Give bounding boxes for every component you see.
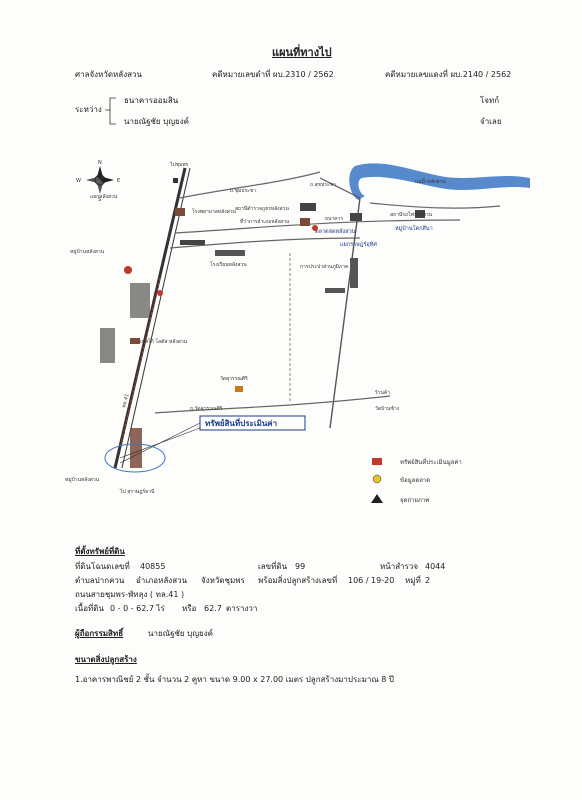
compass-w: W xyxy=(76,178,81,184)
legend-photo: จุดถ่ายภาพ xyxy=(400,497,429,504)
shop-label: ร้านค้า xyxy=(375,389,391,396)
intersection-label: แยกหลังสวน xyxy=(90,194,118,200)
map-legend: ทรัพย์สินที่ประเมินมูลค่า ข้อมูลตลาด จุด… xyxy=(371,458,462,504)
station-label: สถานีรถไฟหลังสวน xyxy=(390,211,433,218)
province: จังหวัดชุมพร xyxy=(201,576,245,585)
location-map: N S W E แม่น้ำหลังสวน ไปชุมพร ไป สุราษฎร… xyxy=(65,160,530,504)
survey-number: 4044 xyxy=(425,562,446,571)
district-label: ที่ว่าการอำเภอหลังสวน xyxy=(240,218,290,225)
to-surat-label: ไป สุราษฎร์ธานี xyxy=(119,488,155,495)
compass-n: N xyxy=(98,160,102,166)
road-temple-label: ถ.วัดสุวรรณศิริ xyxy=(190,405,223,412)
temple-label: วัดสุวรรณศิริ xyxy=(220,375,248,382)
owner-heading: ผู้ถือกรรมสิทธิ์ xyxy=(75,629,124,638)
compass-icon: N S W E xyxy=(76,160,120,203)
area-sqwa: 62.7 xyxy=(204,604,222,613)
police-label: สถานีตำรวจภูธรหลังสวน xyxy=(235,205,289,212)
to-chumphon-label: ไปชุมพร xyxy=(169,161,189,168)
court-name: ศาลจังหวัดหลังสวน xyxy=(75,70,142,79)
wat2-label: วัดบ้านช้าง xyxy=(375,405,400,412)
building-number: 106 / 19-20 xyxy=(348,576,395,585)
building-heading: ขนาดสิ่งปลูกสร้าง xyxy=(75,655,137,664)
property-heading: ที่ตั้งทรัพย์ที่ดิน xyxy=(75,547,125,556)
area-label: เนื้อที่ดิน xyxy=(75,604,104,613)
river-label: แม่น้ำหลังสวน xyxy=(415,176,446,185)
village-left-label: หมู่บ้านหลังสวน xyxy=(70,248,105,255)
area-unit: ตารางวา xyxy=(226,604,258,613)
road-b-label: ถ.สุขประชา xyxy=(310,182,336,188)
water-label: การประปาส่วนภูมิภาค xyxy=(300,263,348,270)
road-41-label: ทล.41 xyxy=(121,393,130,408)
area-or: หรือ xyxy=(182,604,197,613)
area-value: 0 - 0 - 62.7 ไร่ xyxy=(110,604,165,613)
village-label: หมู่บ้านโคกสีนา xyxy=(395,224,433,232)
compass-s: S xyxy=(98,197,101,203)
survey-label: หน้าสำรวจ xyxy=(380,562,419,571)
plaintiff-name: ธนาคารออมสิน xyxy=(124,96,179,105)
river xyxy=(349,163,530,200)
moo-number: 2 xyxy=(425,576,431,585)
school-label: โรงเรียนหลังสวน xyxy=(210,261,247,268)
hospital-label: โรงพยาบาลหลังสวน xyxy=(192,208,237,215)
land-no-label: เลขที่ดิน xyxy=(258,562,288,571)
tesco-label: เทสโก้ โลตัส หลังสวน xyxy=(140,338,188,345)
legend-swatch-market xyxy=(372,474,382,484)
defendant-name: นายณัฐชัย บุญยงค์ xyxy=(124,117,189,126)
bracket-icon xyxy=(105,97,116,125)
plaintiff-role: โจทก์ xyxy=(480,96,500,105)
road-name: ถนนสายชุมพร-พัทลุง ( ทล.41 ) xyxy=(75,590,185,599)
district: อำเภอหลังสวน xyxy=(136,576,188,585)
owner-name: นายณัฐชัย บุญยงค์ xyxy=(148,629,213,638)
building-label: พร้อมสิ่งปลูกสร้างเลขที่ xyxy=(258,576,338,585)
road-a-label: ถ.ชุมประชา xyxy=(230,188,256,194)
bank-label: ธนาคาร xyxy=(325,216,343,222)
legend-market: ข้อมูลตลาด xyxy=(400,477,430,484)
surat-left: หมู่บ้านหลังสวน xyxy=(65,476,100,483)
subdistrict: ตำบลปากควน xyxy=(75,576,125,585)
red-case-number: คดีหมายเลขแดงที่ ผบ.2140 / 2562 xyxy=(385,70,512,79)
legend-swatch-photo xyxy=(371,494,383,503)
legend-property: ทรัพย์สินที่ประเมินมูลค่า xyxy=(400,458,462,466)
legend-swatch-property xyxy=(372,458,382,465)
building-line: 1.อาคารพาณิชย์ 2 ชั้น จำนวน 2 คูหา ขนาด … xyxy=(75,675,395,684)
deed-number: 40855 xyxy=(140,562,166,571)
page-title: แผนที่ทางไป xyxy=(272,46,332,59)
land-number: 99 xyxy=(295,562,306,571)
defendant-role: จำเลย xyxy=(480,117,502,126)
between-label: ระหว่าง xyxy=(75,105,102,114)
deed-label: ที่ดินโฉนดเลขที่ xyxy=(75,562,130,571)
moo-label: หมู่ที่ xyxy=(405,576,421,585)
property-box-label: ทรัพย์สินที่ประเมินค่า xyxy=(205,417,277,428)
compass-e: E xyxy=(117,178,120,184)
black-case-number: คดีหมายเลขดำที่ ผบ.2310 / 2562 xyxy=(212,70,334,79)
market-label: ตลาดสดหลังสวน xyxy=(315,228,356,235)
kasetsart-label: แยกราษฎร์อุทิศ xyxy=(340,241,377,248)
